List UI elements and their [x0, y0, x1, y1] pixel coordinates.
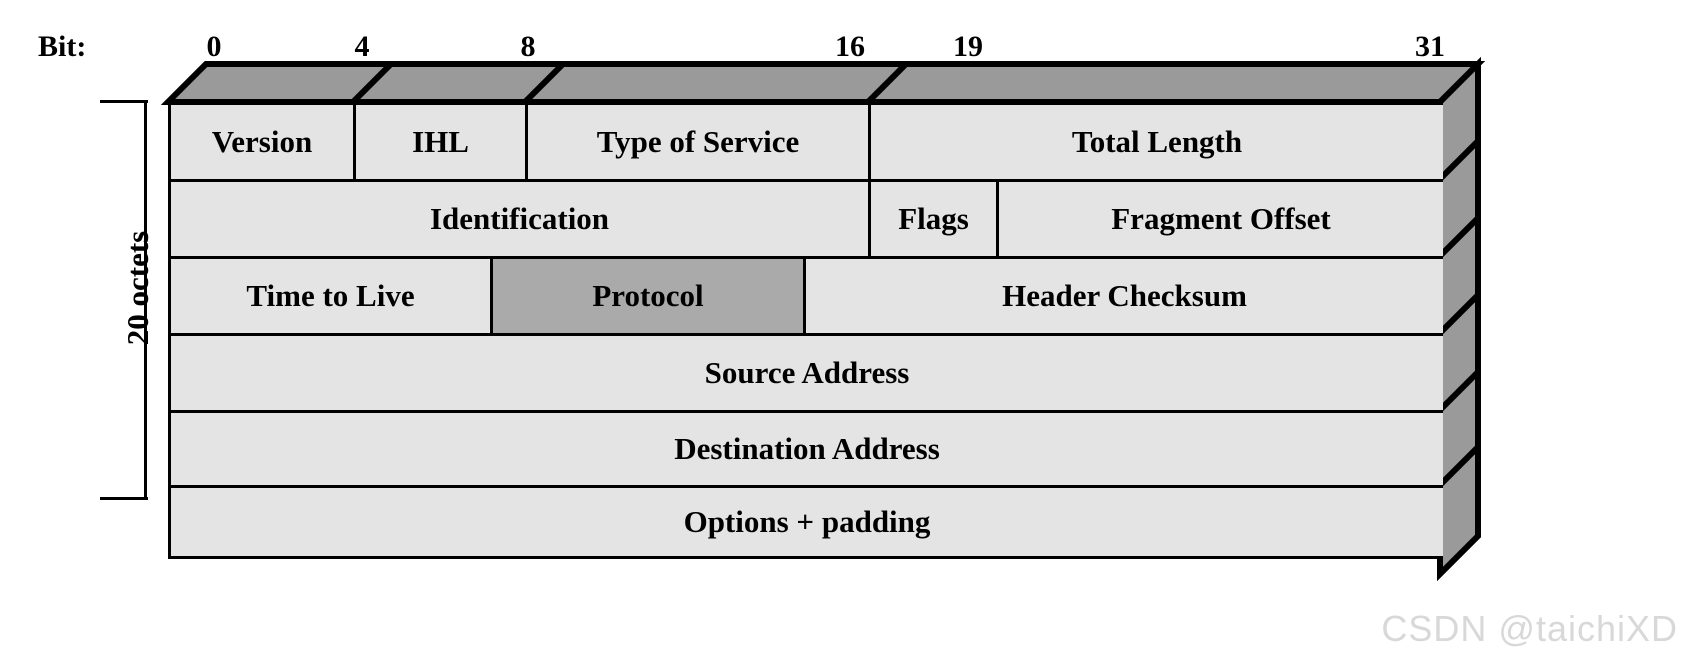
field-cell: Total Length	[871, 105, 1443, 179]
bit-tick-31: 31	[1415, 30, 1445, 63]
csdn-watermark: CSDN @taichiXD	[1381, 608, 1678, 649]
table-row: Source Address	[168, 333, 1443, 413]
bracket-vertical-line	[144, 100, 147, 500]
field-cell: Identification	[171, 182, 871, 256]
bit-tick-19: 19	[953, 30, 983, 63]
field-cell: Version	[171, 105, 356, 179]
bit-tick-8: 8	[520, 30, 536, 63]
field-cell: Type of Service	[528, 105, 871, 179]
field-cell: Time to Live	[171, 259, 493, 333]
bit-ruler-caption: Bit:	[38, 30, 87, 63]
table-row: Options + padding	[168, 485, 1443, 559]
table-row: Destination Address	[168, 410, 1443, 488]
bit-tick-0: 0	[206, 30, 222, 63]
octets-label: 20 octets	[120, 230, 155, 346]
bit-tick-4: 4	[354, 30, 370, 63]
bracket-bottom-cap	[100, 497, 148, 500]
field-cell: Options + padding	[171, 488, 1443, 556]
field-cell: Source Address	[171, 336, 1443, 410]
bit-tick-16: 16	[835, 30, 865, 63]
field-cell: Destination Address	[171, 413, 1443, 485]
field-cell: Fragment Offset	[999, 182, 1443, 256]
field-cell: Flags	[871, 182, 999, 256]
box-right-face	[1437, 56, 1481, 582]
bracket-top-cap	[100, 100, 148, 103]
box-top-face	[160, 61, 1486, 105]
field-cell: Header Checksum	[806, 259, 1443, 333]
octets-bracket: 20 octets	[100, 100, 155, 500]
field-cell: Protocol	[493, 259, 806, 333]
field-cell: IHL	[356, 105, 528, 179]
